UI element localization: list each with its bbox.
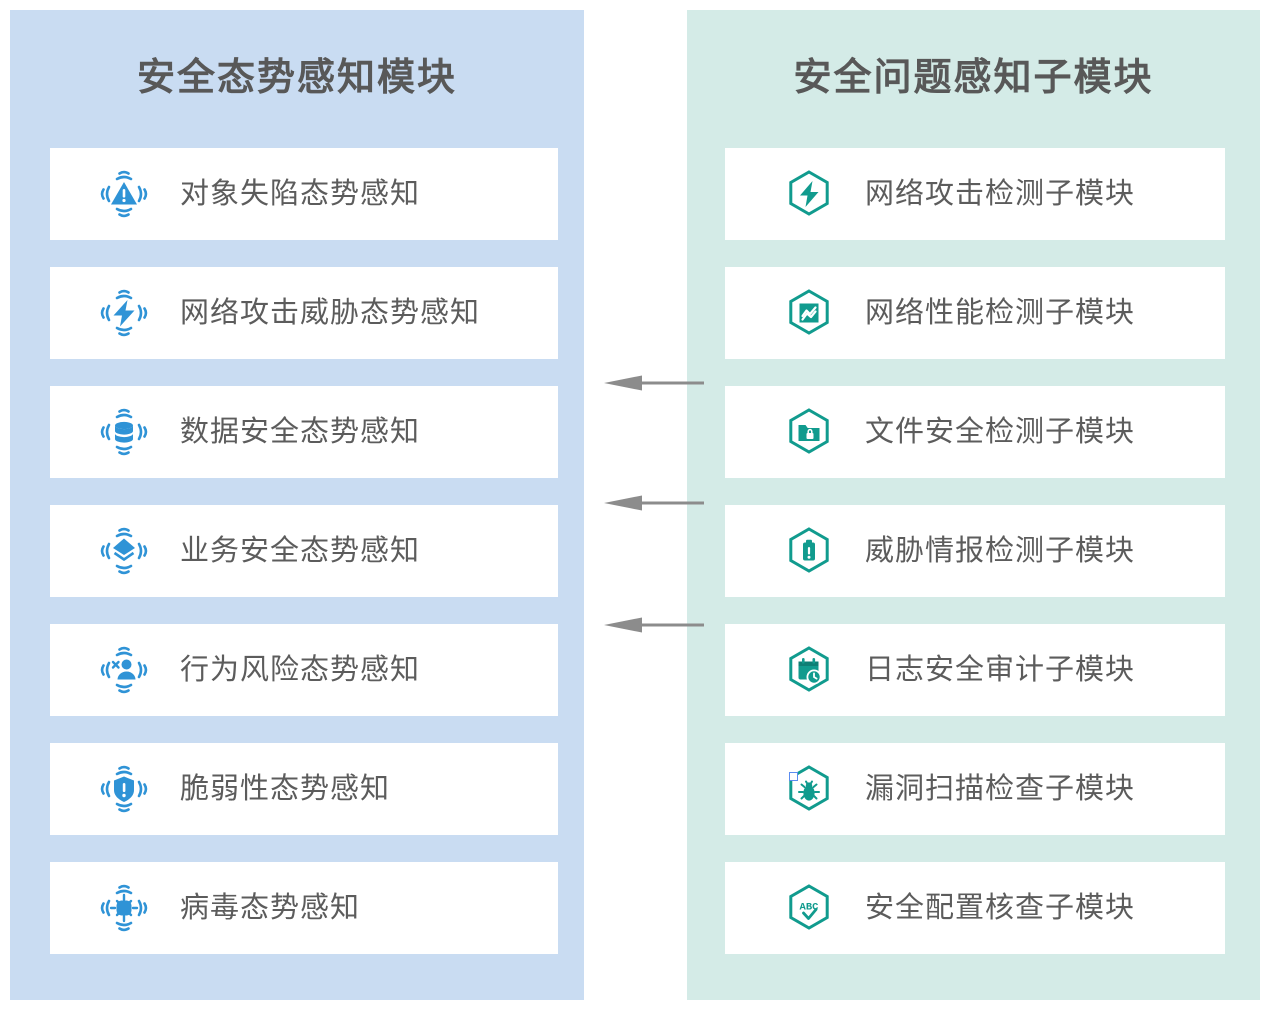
left-panel: 安全态势感知模块 [10,10,584,1000]
arrow-right-to-left-3 [604,616,704,634]
list-item[interactable]: 网络攻击检测子模块 [725,148,1225,240]
right-card-list: 网络攻击检测子模块 网络性能检测子模块 [725,148,1225,957]
list-item[interactable]: 网络攻击威胁态势感知 [50,267,558,359]
list-item[interactable]: 数据安全态势感知 [50,386,558,478]
list-item-label: 对象失陷态势感知 [180,178,421,210]
list-item-label: 网络攻击威胁态势感知 [180,297,481,329]
list-item-label: 数据安全态势感知 [180,416,421,448]
right-panel: 安全问题感知子模块 网络攻击检测子模块 [687,10,1260,1000]
list-item[interactable]: 文件安全检测子模块 [725,386,1225,478]
hexagon-folder-lock-icon [781,404,837,460]
list-item-label: 行为风险态势感知 [180,654,421,686]
hexagon-calendar-clock-icon [781,642,837,698]
list-item[interactable]: 行为风险态势感知 [50,624,558,716]
list-item-label: 病毒态势感知 [180,892,361,924]
list-item-label: 网络性能检测子模块 [865,297,1136,329]
list-item-label: 漏洞扫描检查子模块 [865,773,1136,805]
arrow-right-to-left-2 [604,494,704,512]
hexagon-abc-check-icon: ABC [781,880,837,936]
list-item[interactable]: 日志安全审计子模块 [725,624,1225,716]
list-item[interactable]: 威胁情报检测子模块 [725,505,1225,597]
list-item[interactable]: 病毒态势感知 [50,862,558,954]
hexagon-alert-clipboard-icon [781,523,837,579]
list-item-label: 威胁情报检测子模块 [865,535,1136,567]
list-item[interactable]: ABC 安全配置核查子模块 [725,862,1225,954]
list-item[interactable]: 业务安全态势感知 [50,505,558,597]
list-item-label: 业务安全态势感知 [180,535,421,567]
list-item-label: 脆弱性态势感知 [180,773,391,805]
selection-handle-marker [789,772,798,781]
radar-virus-icon [96,880,152,936]
radar-warning-triangle-icon [96,166,152,222]
list-item[interactable]: 对象失陷态势感知 [50,148,558,240]
list-item-label: 安全配置核查子模块 [865,892,1136,924]
hexagon-chart-icon [781,285,837,341]
hexagon-lightning-icon [781,166,837,222]
list-item[interactable]: 漏洞扫描检查子模块 [725,743,1225,835]
radar-user-risk-icon [96,642,152,698]
arrow-right-to-left-1 [604,374,704,392]
list-item-label: 网络攻击检测子模块 [865,178,1136,210]
svg-text:ABC: ABC [800,902,820,914]
radar-shield-icon [96,761,152,817]
radar-database-icon [96,404,152,460]
left-card-list: 对象失陷态势感知 [50,148,558,957]
right-panel-title: 安全问题感知子模块 [793,57,1154,99]
list-item[interactable]: 网络性能检测子模块 [725,267,1225,359]
list-item-label: 文件安全检测子模块 [865,416,1136,448]
radar-lightning-icon [96,285,152,341]
hexagon-bug-icon [781,761,837,817]
list-item[interactable]: 脆弱性态势感知 [50,743,558,835]
list-item-label: 日志安全审计子模块 [865,654,1136,686]
radar-diamond-icon [96,523,152,579]
left-panel-title: 安全态势感知模块 [136,57,457,99]
